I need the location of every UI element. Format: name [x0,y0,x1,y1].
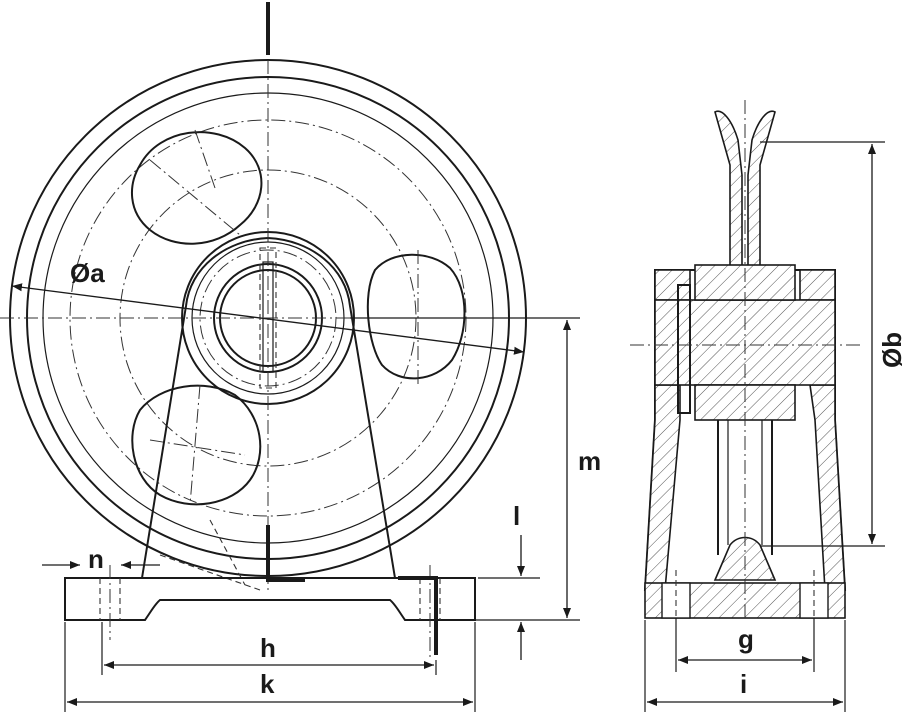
dimension-i: i [644,620,846,712]
front-centerlines [0,60,548,660]
n-label: n [88,544,104,574]
g-label: g [738,624,754,654]
m-label: m [578,446,601,476]
dimension-h: h [101,622,437,675]
h-label: h [260,633,276,663]
k-label: k [260,669,275,699]
section-cut-marks [266,2,438,655]
dia-b-label: Øb [877,332,907,368]
dia-a-label: Øa [70,258,105,288]
i-label: i [740,669,747,699]
dimension-g: g [675,618,815,672]
dimension-n: n [42,544,160,574]
l-label: l [513,501,520,531]
dimension-k: k [64,622,476,712]
dimension-dia-b: Øb [760,141,907,547]
base-plate [64,577,476,621]
dimension-dia-a: Øa [11,258,525,355]
dimension-m: m [350,317,601,621]
dimension-l: l [478,501,540,660]
front-view: Øa m l n h [0,2,601,712]
side-section-view: Øb g i [630,100,907,712]
